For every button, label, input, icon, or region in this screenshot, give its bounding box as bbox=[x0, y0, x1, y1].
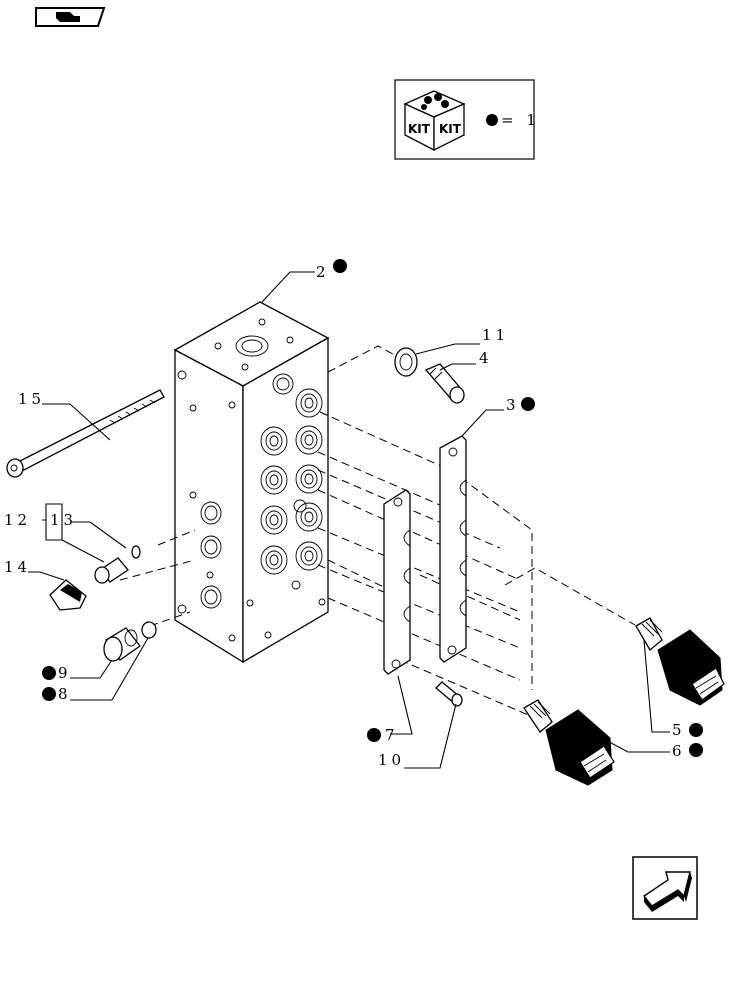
next-page-arrow-icon[interactable] bbox=[632, 856, 698, 920]
back-nav-icon[interactable] bbox=[35, 7, 106, 27]
callout-label-7: 7 bbox=[385, 726, 399, 744]
oring-part-8 bbox=[141, 621, 157, 639]
kit-marker-icon bbox=[333, 259, 347, 273]
callout-11: 11 bbox=[482, 326, 509, 344]
callout-14: 14 bbox=[4, 558, 31, 576]
kit-marker-icon bbox=[42, 687, 56, 701]
callout-9: 9 bbox=[42, 664, 72, 682]
callout-label-8: 8 bbox=[58, 685, 72, 703]
callout-12: 12 bbox=[4, 511, 31, 529]
callout-8: 8 bbox=[42, 685, 72, 703]
callout-label-5: 5 bbox=[672, 721, 686, 739]
kit-box-icon: KIT KIT bbox=[403, 90, 466, 152]
gasket-plate-part-7 bbox=[383, 489, 411, 675]
screw-part-10 bbox=[435, 681, 463, 707]
oring-part-13 bbox=[131, 545, 141, 559]
callout-label-12: 12 bbox=[4, 511, 31, 529]
valve-block-part-2 bbox=[173, 301, 330, 664]
plug-part-4 bbox=[424, 363, 465, 404]
callout-label-6: 6 bbox=[672, 742, 686, 760]
kit-marker-icon bbox=[42, 666, 56, 680]
callout-label-10: 10 bbox=[378, 751, 405, 769]
callout-label-2: 2 bbox=[316, 263, 330, 281]
callout-label-11: 11 bbox=[482, 326, 509, 344]
callout-label-14: 14 bbox=[4, 558, 31, 576]
callout-leaders bbox=[28, 271, 670, 769]
callout-label-3: 3 bbox=[506, 396, 520, 414]
callout-10: 10 bbox=[378, 751, 405, 769]
callout-15: 15 bbox=[18, 390, 45, 408]
callout-label-4: 4 bbox=[479, 349, 493, 367]
callout-4: 4 bbox=[479, 349, 493, 367]
callout-7: 7 bbox=[367, 726, 399, 744]
callout-label-15: 15 bbox=[18, 390, 45, 408]
plug-part-9 bbox=[103, 627, 141, 662]
fitting-part-12 bbox=[94, 557, 129, 584]
callout-label-9: 9 bbox=[58, 664, 72, 682]
callout-5: 5 bbox=[672, 721, 703, 739]
kit-marker-icon bbox=[367, 728, 381, 742]
kit-legend: KIT KIT = 1 bbox=[394, 79, 540, 160]
kit-equals-text: = 1 bbox=[501, 111, 540, 129]
long-bolt-part-15 bbox=[6, 389, 165, 478]
gasket-plate-part-3 bbox=[439, 435, 467, 663]
kit-marker-icon bbox=[689, 743, 703, 757]
callout-6: 6 bbox=[672, 742, 703, 760]
kit-label-left: KIT bbox=[408, 122, 431, 136]
callout-13: 13 bbox=[50, 511, 77, 529]
solenoid-valve-part-5 bbox=[635, 617, 725, 706]
cap-part-14 bbox=[49, 579, 87, 611]
seal-washer-part-11 bbox=[394, 347, 418, 377]
kit-dot-icon bbox=[486, 114, 498, 126]
solenoid-valve-part-6 bbox=[523, 699, 615, 786]
kit-marker-icon bbox=[521, 397, 535, 411]
callout-2: 2 bbox=[316, 259, 347, 281]
kit-label-right: KIT bbox=[439, 122, 462, 136]
callout-3: 3 bbox=[506, 396, 535, 414]
kit-marker-icon bbox=[689, 723, 703, 737]
callout-label-13: 13 bbox=[50, 511, 77, 529]
assembly-dashed-lines bbox=[119, 345, 636, 721]
